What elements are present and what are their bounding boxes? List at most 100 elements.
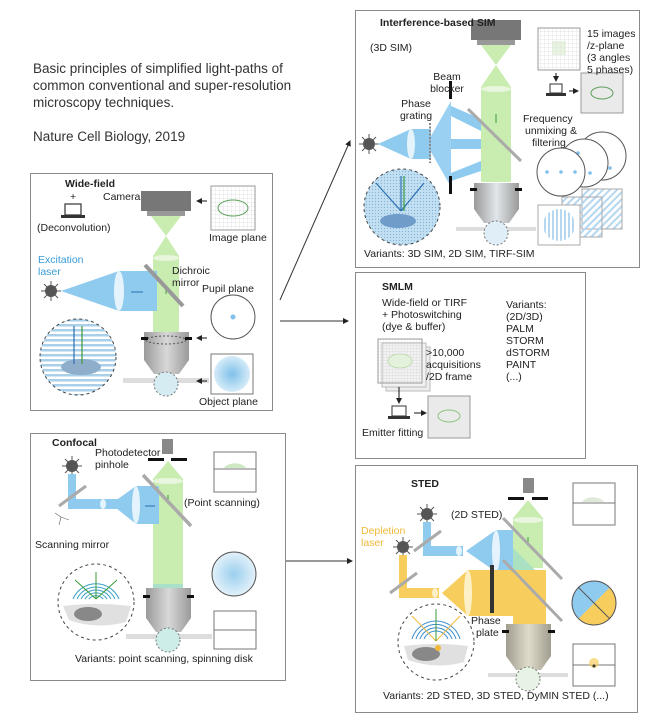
arrow-widefield-to-sim [279,140,351,301]
sted-diagram [389,478,617,692]
dichroic-mirror [466,107,523,163]
pinhole-label: pinhole [95,459,129,471]
lens [114,271,124,311]
reconstructed-image [427,395,471,439]
panel-sim: Interference-based SIM (3D SIM) Beam blo… [355,10,640,268]
excitation-mirror [413,529,442,553]
photodetector-label: Photodetector [95,447,161,459]
sample-zoom-circle [39,318,117,396]
objective-lens [474,183,519,209]
phase-plate-line: Phase [471,615,501,627]
smlm-variant: (...) [506,371,522,383]
smlm-variant: STORM [506,335,544,347]
smlm-variant: dSTORM [506,347,550,359]
dichroic-mirror [143,263,185,308]
sted-variants: Variants: 2D STED, 3D STED, DyMIN STED (… [383,690,609,702]
intro-description: Basic principles of simplified light-pat… [33,61,292,110]
point-scanning-thumbnail [213,451,257,493]
emission-beam [151,216,181,236]
objective-lens [146,588,191,618]
sample-zoom-circle [363,168,441,246]
point-scanning-label: (Point scanning) [184,497,260,509]
camera-label: Camera [103,191,141,203]
acquisitions-line: >10,000 [426,347,465,359]
objective-lens [506,624,551,656]
depletion-label-line: Depletion [361,525,406,537]
deconvolution-label: (Deconvolution) [37,222,111,234]
confocal-diagram [54,439,257,653]
images-note-line: /z-plane [587,40,625,52]
depletion-mirror [389,571,418,595]
frequency-label-line: Frequency [523,113,573,125]
excitation-beam [423,546,463,556]
excitation-beam [61,271,119,311]
pinhole [508,497,524,500]
scanning-mirror [58,484,87,508]
acquisitions-line: /2D frame [426,371,473,383]
dichroic-mirror [501,558,564,623]
smlm-variant: (2D/3D) [506,311,543,323]
smlm-mode-line: + Photoswitching [382,309,462,321]
sim-title: Interference-based SIM [380,17,496,29]
smlm-title: SMLM [382,281,413,293]
sted-subtitle: (2D STED) [451,509,503,521]
pupil-plane-label: Pupil plane [202,283,254,295]
excitation-beam [378,129,411,159]
sim-variants: Variants: 3D SIM, 2D SIM, TIRF-SIM [364,248,535,260]
depletion-label-line: laser [361,537,384,549]
smlm-variant: PALM [506,323,534,335]
sim-subtitle: (3D SIM) [370,42,412,54]
panel-confocal: Confocal Photodetector pinhole (Point sc… [30,433,286,681]
intro-citation: Nature Cell Biology, 2019 [33,129,186,144]
widefield-title: Wide-field [65,178,116,190]
pupil-plane-thumbnail [211,551,257,597]
laptop-icon [388,405,410,419]
phase-plate [490,565,494,613]
image-plane-label: Image plane [209,232,267,244]
beam-blocker-label: Beam blocker [430,71,464,95]
acquisitions-line: acquisitions [426,359,481,371]
photodetector-icon [523,478,534,493]
intro-text: Basic principles of simplified light-pat… [33,60,333,145]
beam-blocker-bottom [449,176,452,194]
camera-icon [471,20,521,40]
smlm-variant: Variants: [506,299,547,311]
frequency-label-line: unmixing & [525,125,577,137]
smlm-mode-line: Wide-field or TIRF [382,297,467,309]
objective-lens [144,332,189,360]
excitation-beam [68,499,118,509]
confocal-title: Confocal [52,437,97,449]
panel-smlm: SMLM Wide-field or TIRF + Photoswitching… [355,272,586,459]
widefield-diagram [39,185,256,397]
scanning-mirror-label: Scanning mirror [35,539,110,551]
smlm-diagram [377,338,471,439]
reconstructed-image [580,72,624,114]
panel-sted: STED (2D STED) Depletion laser Phase pla… [355,465,638,713]
point-scanning-thumbnail [572,482,616,526]
phase-plate-line: plate [476,627,499,639]
excitation-laser-label: Excitation laser [38,254,84,278]
pinhole [148,458,164,461]
depletion-beam [399,588,439,598]
object-plane-label: Object plane [199,396,258,408]
images-note-line: 5 phases) [587,64,634,76]
camera-icon [141,191,191,211]
frequency-label-line: filtering [532,137,566,149]
images-note-line: (3 angles [587,52,631,64]
plus-sign: + [70,191,77,203]
sted-title: STED [411,478,440,490]
confocal-variants: Variants: point scanning, spinning disk [75,653,253,665]
smlm-mode-line: (dye & buffer) [382,321,446,333]
laptop-icon [546,83,566,96]
phase-grating-label: Phase grating [399,98,433,122]
photodetector-icon [162,439,173,454]
sim-diagram [359,20,627,246]
laptop-icon [61,203,85,218]
dichroic-mirror [141,473,193,528]
beam-blocker-top [449,81,452,99]
images-note-line: 15 images [587,28,636,40]
dichroic-mirror-label: Dichroic mirror [172,265,210,289]
dichroic-mirror [501,516,564,581]
emitter-fitting-label: Emitter fitting [362,427,424,439]
